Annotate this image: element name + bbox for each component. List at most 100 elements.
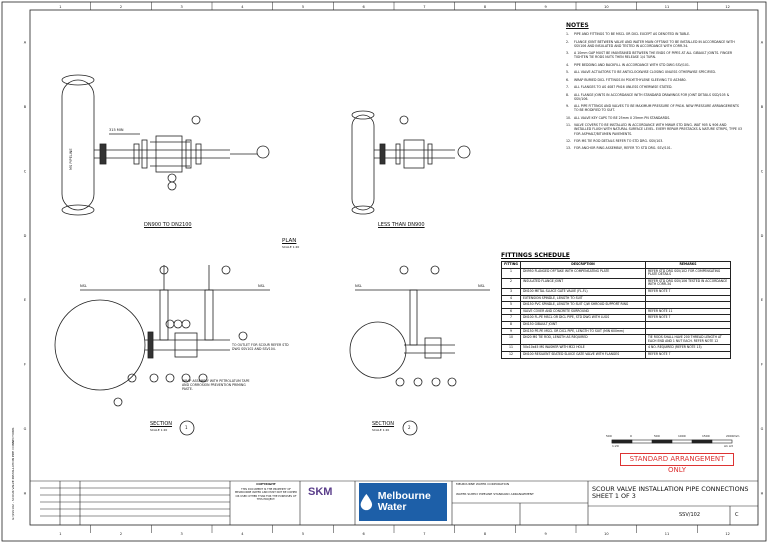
section-left-caption: SECTION: [150, 421, 173, 427]
table-cell: DN20 MS TIE ROD, LENGTH AS REQUIRED: [520, 334, 646, 346]
note-item: 2.FLANGE JOINT BETWEEN VALVE AND WATER M…: [566, 40, 742, 48]
table-cell: 4: [501, 294, 521, 303]
grid-row-label: F: [761, 363, 763, 367]
scale-bar: [611, 439, 733, 444]
fittings-header-cell: FITTING: [501, 261, 521, 269]
fittings-header-cell: DESCRIPTION: [520, 261, 646, 269]
note-text: FOR ANCHOR RING ASSEMBLY, REFER TO STD D…: [574, 146, 672, 151]
table-cell: DN950 FLANGED OFFTAKE WITH COMPENSATING …: [520, 267, 646, 279]
table-cell: 11: [501, 344, 521, 352]
table-cell: 50x10x45 MS WASHER WITH M22 HOLE: [520, 344, 646, 352]
table-cell: DN150 PVC SPINDLE, LENGTH TO SUIT C/W SH…: [520, 301, 646, 309]
grid-row-label: H: [761, 491, 764, 495]
notes-title: NOTES: [566, 22, 589, 29]
note-item: 8.ALL FLANGE JOINTS IN ACCORDANCE WITH S…: [566, 93, 742, 101]
section-right-view: [349, 265, 490, 387]
table-cell: 2: [501, 277, 521, 289]
scale-tick-label: 500: [606, 434, 612, 438]
drawing-number: SSV/102: [679, 512, 700, 518]
grid-column-label: 6: [363, 532, 365, 536]
ms-pipeline-label: MS PIPELINE: [69, 148, 73, 170]
section-right-scale: SCALE 1:20: [372, 428, 390, 432]
grid-row-label: B: [24, 105, 27, 109]
grid-row-label: E: [24, 298, 26, 302]
notes-panel: NOTES 1. PIPE AND FITTINGS TO BE MSCL OR …: [566, 22, 742, 154]
nsl-right-b: NSL: [478, 284, 485, 288]
note-number: 8.: [566, 92, 570, 97]
plan-right-view: [351, 110, 471, 215]
plan-scale: SCALE 1:20: [282, 245, 300, 249]
grid-row-label: H: [24, 491, 27, 495]
grid-column-label: 1: [59, 532, 61, 536]
scale-tick-label: 1000: [678, 434, 686, 438]
grid-column-label: 4: [241, 532, 244, 536]
grid-column-label: 9: [545, 532, 547, 536]
fittings-header-cell: REMARKS: [645, 261, 731, 269]
note-text: ALL VALVE KEY CAPS TO BE 25mm X 25mm PN …: [574, 115, 671, 120]
table-cell: REFER NOTE 7: [645, 314, 731, 322]
note-number: 6.: [566, 77, 570, 82]
note-item: 9.ALL PIPE FITTINGS AND VALVES TO BE MAX…: [566, 104, 742, 112]
grid-column-label: 3: [181, 5, 183, 9]
plan-left-view: [61, 74, 270, 216]
note-text: ALL FLANGES TO AS 4087 PN16 UNLESS OTHER…: [574, 85, 673, 90]
grid-row-label: C: [24, 169, 27, 173]
note-text: WRAP BURIED DICL FITTINGS IN POLYETHYLEN…: [574, 77, 687, 82]
consultant-logo: SKM: [308, 486, 333, 498]
section-left-ref: 1: [185, 425, 188, 430]
table-cell: 7: [501, 314, 521, 322]
scale-right: A1 A3: [724, 444, 733, 448]
callout-outlet: TO OUTLET FOR SCOUR REFER STD DWG SSV102…: [232, 343, 289, 351]
table-cell: DN100 METAL SLUICE GATE VALVE (FL-FL): [520, 287, 646, 296]
table-cell: 9: [501, 327, 521, 336]
grid-row-label: C: [761, 169, 764, 173]
grid-row-label: A: [24, 41, 27, 45]
table-cell: 10: [501, 334, 521, 346]
client-name: MELBOURNE WATER CORPORATION: [456, 482, 510, 486]
table-cell: REFER STD DRG SSV/106 TESTED IN ACCORDAN…: [645, 277, 731, 289]
note-number: 5.: [566, 70, 570, 75]
note-number: 1.: [566, 32, 570, 37]
grid-row-label: G: [761, 427, 764, 431]
table-cell: [645, 294, 731, 303]
grid-column-label: 10: [604, 532, 608, 536]
note-item: 3.A 10mm GAP MUST BE MAINTAINED BETWEEN …: [566, 51, 742, 59]
note-item: 7. ALL FLANGES TO AS 4087 PN16 UNLESS OTH…: [566, 85, 742, 89]
grid-column-label: 7: [423, 532, 425, 536]
nsl-right-a: NSL: [355, 284, 362, 288]
table-cell: DN150 PE-PE MSCL OR DICL PIPE, LENGTH TO…: [520, 327, 646, 336]
grid-column-label: 7: [423, 5, 425, 9]
grid-column-label: 10: [604, 5, 608, 9]
note-item: 5.ALL VALVE ACTUATORS TO BE ANTICLOCKWIS…: [566, 70, 742, 74]
note-text: PIPE AND FITTINGS TO BE MSCL OR DICL EXC…: [574, 32, 691, 37]
grid-column-label: 12: [725, 5, 729, 9]
grid-column-label: 2: [120, 532, 122, 536]
note-number: 11.: [566, 123, 572, 128]
melbourne-water-logo: Melbourne Water: [359, 483, 447, 521]
table-cell: 3: [501, 287, 521, 296]
note-text: A 10mm GAP MUST BE MAINTAINED BETWEEN TH…: [574, 51, 733, 60]
section-right-ref: 2: [408, 425, 411, 430]
note-item: 6. WRAP BURIED DICL FITTINGS IN POLYETHYL…: [566, 78, 742, 82]
grid-row-label: E: [761, 298, 763, 302]
table-cell: 1: [501, 267, 521, 279]
table-cell: REFER NOTE 11: [645, 307, 731, 316]
plan-right-caption: LESS THAN DN900: [378, 222, 425, 228]
table-cell: [645, 320, 731, 329]
drawing-subtitle: WATER SUPPLY PIPELINE STANDARD ARRANGEME…: [456, 492, 534, 496]
grid-column-label: 5: [302, 532, 304, 536]
note-number: 7.: [566, 85, 570, 90]
nsl-left-b: NSL: [258, 284, 265, 288]
